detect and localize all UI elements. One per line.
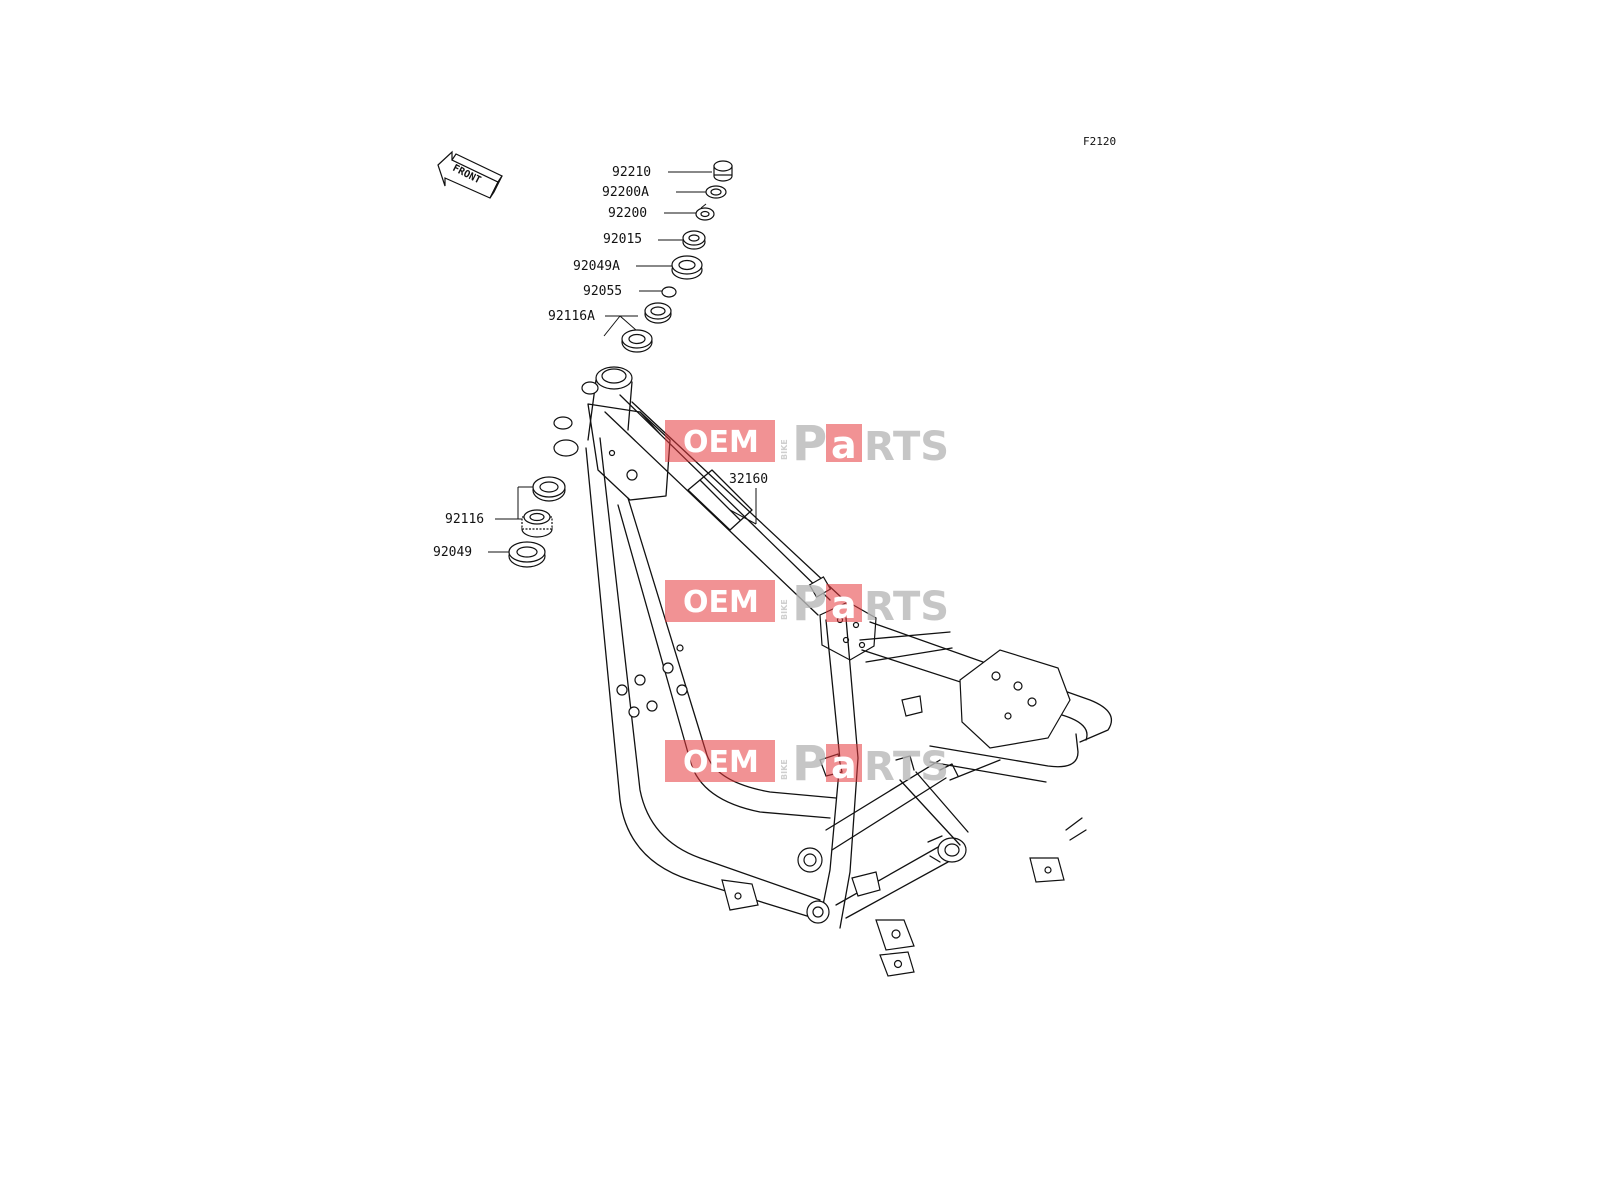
part-label-92200A: 92200A <box>602 185 649 200</box>
watermark-oem-text: OEM <box>683 425 759 460</box>
part-92116[interactable]: 92116 <box>445 476 566 538</box>
part-label-92210: 92210 <box>612 165 651 180</box>
part-label-92055: 92055 <box>583 284 622 299</box>
watermark-p-text: P <box>792 736 827 792</box>
figure-code: F2120 <box>1083 135 1116 148</box>
watermark-a-text: a <box>831 583 857 627</box>
part-label-92116: 92116 <box>445 512 484 527</box>
part-92055[interactable]: 92055 <box>583 284 677 299</box>
watermark-p-text: P <box>792 416 827 472</box>
watermark-box <box>665 580 775 622</box>
part-92200[interactable]: 92200 <box>608 203 715 221</box>
part-label-92049A: 92049A <box>573 259 620 274</box>
watermark-box <box>665 420 775 462</box>
watermark-a-text: a <box>831 423 857 467</box>
watermark-a-box <box>826 424 862 462</box>
watermark-a-text: a <box>831 743 857 787</box>
part-32160-frame[interactable]: 32160 <box>553 366 1113 977</box>
watermark-a-box <box>826 584 862 622</box>
watermark-bike-text: BIKE <box>780 759 789 780</box>
watermark-p-text: P <box>792 576 827 632</box>
watermark-box <box>665 740 775 782</box>
part-label-92049: 92049 <box>433 545 472 560</box>
watermark-rts-text: RTS <box>864 744 949 790</box>
part-92049[interactable]: 92049 <box>433 541 546 568</box>
watermark-rts-text: RTS <box>864 424 949 470</box>
part-92210[interactable]: 92210 <box>612 160 733 182</box>
watermark-oem-text: OEM <box>683 585 759 620</box>
part-92116A[interactable]: 92116A <box>548 302 672 353</box>
watermark-bike-text: BIKE <box>780 439 789 460</box>
front-arrow-icon: FRONT <box>437 150 503 199</box>
watermark-oem-text: OEM <box>683 745 759 780</box>
part-label-92015: 92015 <box>603 232 642 247</box>
watermark-rts-text: RTS <box>864 584 949 630</box>
part-label-92116A: 92116A <box>548 309 595 324</box>
watermark-bike-text: BIKE <box>780 599 789 620</box>
part-92015[interactable]: 92015 <box>603 230 706 250</box>
part-label-32160: 32160 <box>729 472 768 487</box>
part-92200A[interactable]: 92200A <box>602 185 727 200</box>
part-label-92200: 92200 <box>608 206 647 221</box>
part-92049A[interactable]: 92049A <box>573 255 703 280</box>
watermark-a-box <box>826 744 862 782</box>
